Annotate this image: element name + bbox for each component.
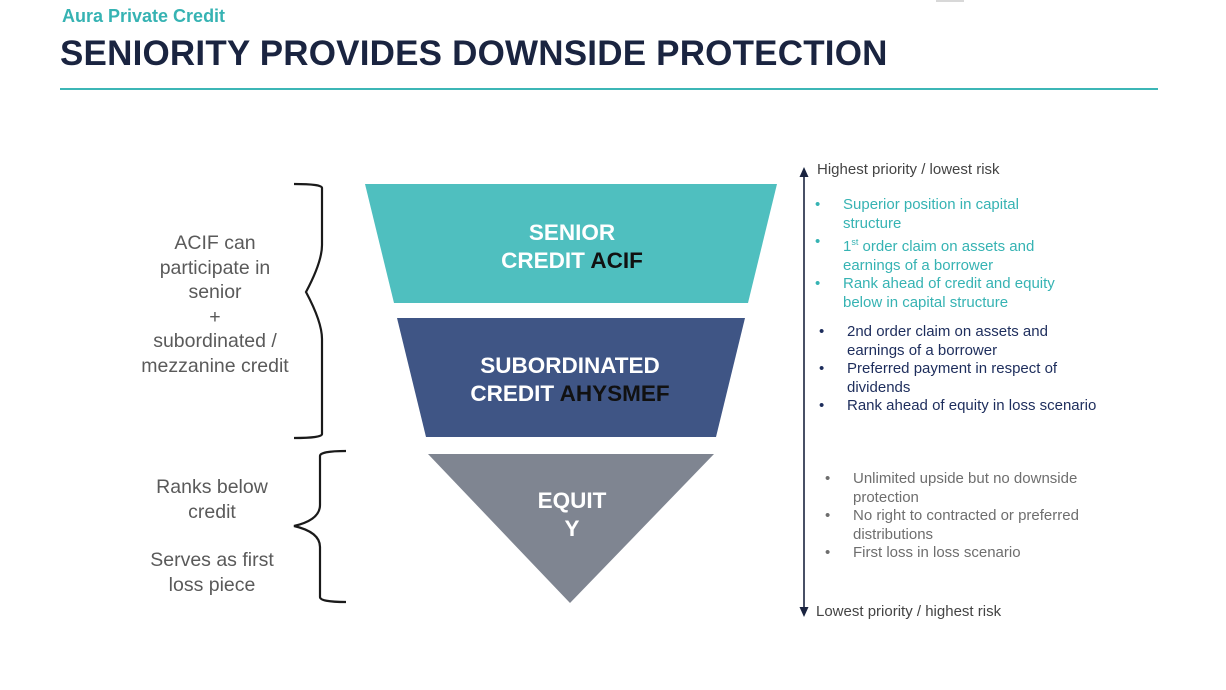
label-line: subordinated /	[153, 330, 277, 352]
bullet-text: 1	[843, 238, 852, 255]
axis-bottom-label: Lowest priority / highest risk	[816, 603, 1002, 620]
tier-line: CREDIT ACIF	[472, 247, 672, 275]
senior-bullet-list: • Superior position in capital structure…	[813, 196, 1113, 312]
bullet-text: order claim on assets and	[858, 238, 1035, 255]
tier-line: SUBORDINATED	[480, 353, 660, 378]
bullet-line: Unlimited upside but no downside	[853, 470, 1078, 487]
equity-tier	[428, 454, 714, 603]
bullet-line: Rank ahead of equity in loss scenario	[847, 397, 1097, 414]
list-item: • Rank ahead of equity in loss scenario	[817, 397, 1117, 416]
brand-label: Aura Private Credit	[62, 6, 226, 26]
label-line: credit	[188, 500, 236, 523]
label-line: +	[209, 305, 221, 328]
fund-name: ACIF	[590, 248, 643, 273]
label-line: Ranks below	[156, 476, 268, 498]
axis-arrow-up	[799, 167, 809, 177]
senior-credit-tier	[365, 184, 777, 303]
bullet-icon: •	[825, 544, 831, 561]
bullet-line: Preferred payment in respect of	[847, 360, 1058, 377]
bullet-line: below in capital structure	[843, 293, 1009, 311]
list-item: • Unlimited upside but no downside prote…	[823, 470, 1123, 507]
bullet-line: distributions	[853, 525, 934, 543]
label-line: senior	[188, 281, 242, 303]
bullet-icon: •	[815, 233, 821, 250]
bullet-icon: •	[819, 397, 825, 414]
bullet-line: Rank ahead of credit and equity	[843, 275, 1055, 292]
equity-bullet-list: • Unlimited upside but no downside prote…	[823, 470, 1123, 563]
page-title: SENIORITY PROVIDES DOWNSIDE PROTECTION	[60, 34, 888, 73]
tier-line: SENIOR	[528, 220, 616, 245]
tier-text: CREDIT	[501, 248, 591, 273]
corner-mark	[936, 0, 964, 2]
bullet-icon: •	[815, 275, 821, 292]
bullet-icon: •	[819, 360, 825, 377]
bullet-line: 1st order claim on assets and	[843, 233, 1113, 257]
bullet-icon: •	[825, 507, 831, 524]
bullet-line: earnings of a borrower	[847, 341, 998, 359]
credit-brace	[293, 182, 324, 440]
list-item: • 2nd order claim on assets and earnings…	[817, 323, 1117, 360]
list-item: • First loss in loss scenario	[823, 544, 1123, 563]
label-line: participate in	[159, 256, 271, 279]
bullet-icon: •	[819, 323, 825, 340]
credit-group-label: ACIF can participate in senior + subordi…	[120, 231, 310, 378]
list-item: • 1st order claim on assets and earnings…	[813, 233, 1113, 275]
bullet-icon: •	[825, 470, 831, 487]
bullet-line: protection	[853, 488, 919, 506]
label-line: Serves as first	[150, 549, 274, 571]
label-line: ACIF can	[174, 232, 256, 254]
subordinated-bullet-list: • 2nd order claim on assets and earnings…	[817, 323, 1117, 416]
bullet-line: First loss in loss scenario	[853, 544, 1021, 561]
subordinated-credit-tier	[397, 318, 745, 437]
tier-line: Y	[564, 516, 580, 541]
list-item: • Superior position in capital structure	[813, 196, 1113, 233]
tier-text: CREDIT	[470, 381, 560, 406]
tier-line: EQUIT	[537, 488, 607, 513]
bullet-icon: •	[815, 196, 821, 213]
ordinal-suffix: st	[851, 237, 859, 247]
list-item: • Rank ahead of credit and equity below …	[813, 275, 1113, 312]
tier-line: CREDIT AHYSMEF	[440, 380, 700, 408]
bullet-line: No right to contracted or preferred	[853, 507, 1079, 524]
senior-credit-label: SENIOR CREDIT ACIF	[472, 219, 672, 275]
bullet-line: structure	[843, 214, 902, 232]
axis-top-label: Highest priority / lowest risk	[817, 161, 1000, 178]
fund-name: AHYSMEF	[559, 381, 670, 406]
list-item: • No right to contracted or preferred di…	[823, 507, 1123, 544]
equity-brace	[293, 449, 347, 604]
title-divider	[60, 88, 1158, 90]
bullet-line: 2nd order claim on assets and	[847, 323, 1048, 340]
bullet-line: earnings of a borrower	[843, 256, 994, 274]
subordinated-credit-label: SUBORDINATED CREDIT AHYSMEF	[440, 352, 700, 408]
equity-rank-label: Ranks below credit	[117, 475, 307, 524]
list-item: • Preferred payment in respect of divide…	[817, 360, 1117, 397]
bullet-line: Superior position in capital	[843, 196, 1019, 213]
equity-label: EQUIT Y	[522, 487, 622, 543]
bullet-line: dividends	[847, 378, 911, 396]
label-line: loss piece	[168, 573, 256, 596]
label-line: mezzanine credit	[141, 354, 289, 377]
axis-arrow-down	[799, 607, 809, 617]
equity-loss-label: Serves as first loss piece	[117, 548, 307, 597]
